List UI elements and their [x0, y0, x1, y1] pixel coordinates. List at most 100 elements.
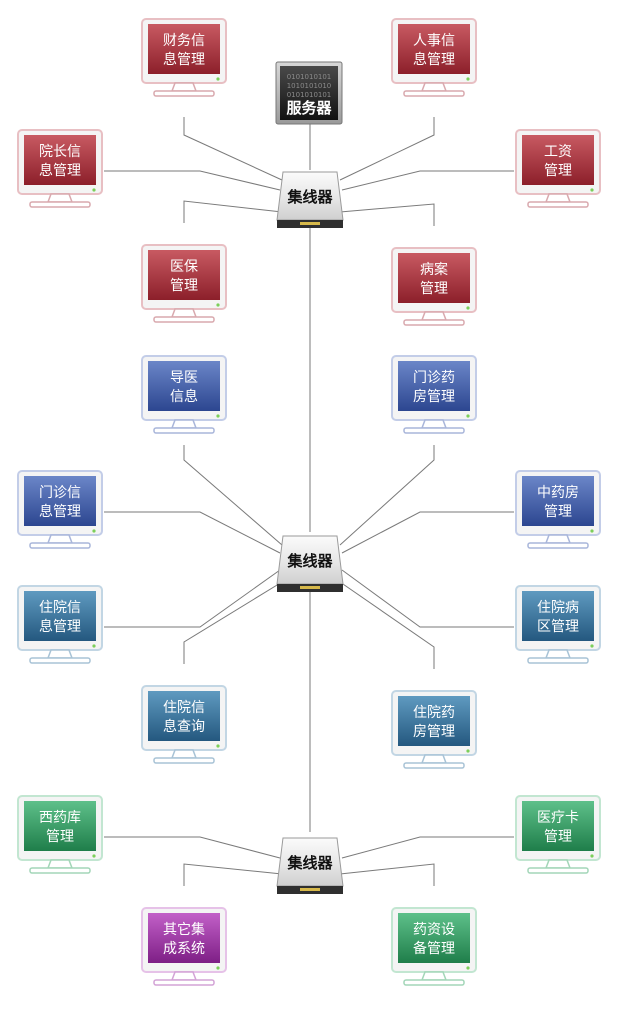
terminal-link-t14 — [339, 581, 435, 669]
monitor-stand — [420, 971, 448, 981]
terminal-link-t12 — [341, 569, 514, 628]
terminal-label-line: 病案 — [420, 261, 448, 278]
monitor-screen — [398, 24, 470, 74]
terminal-label-line: 息管理 — [39, 503, 81, 520]
terminal-link-t11 — [104, 569, 281, 628]
monitor-stand — [170, 419, 198, 429]
monitor-screen — [24, 135, 96, 185]
terminal-link-t4 — [341, 170, 514, 191]
power-led-icon — [216, 744, 220, 748]
terminal-label-line: 息查询 — [163, 718, 205, 735]
monitor-screen — [522, 476, 594, 526]
monitor-stand — [46, 193, 74, 203]
power-led-icon — [466, 966, 470, 970]
terminal-label-line: 其它集 — [163, 921, 205, 938]
terminal-link-t9 — [104, 511, 281, 554]
monitor-base — [527, 542, 589, 549]
monitor-stand — [420, 754, 448, 764]
terminal-label-line: 成系统 — [163, 941, 205, 957]
power-led-icon — [590, 644, 594, 648]
monitor-screen — [398, 253, 470, 303]
server-binary-line: 0101010101 — [287, 73, 332, 81]
monitor-screen — [398, 361, 470, 411]
monitor-base — [403, 979, 465, 986]
hub-3: 集线器 — [276, 837, 344, 894]
terminal-label-line: 门诊药 — [413, 370, 455, 386]
monitor-stand — [170, 749, 198, 759]
terminal-link-t15 — [104, 836, 281, 859]
monitor-base — [153, 979, 215, 986]
terminal-label-line: 信息 — [170, 388, 198, 405]
monitor-stand — [544, 534, 572, 544]
power-led-icon — [92, 188, 96, 192]
server-binary-line: 0101010101 — [287, 91, 332, 99]
monitor-screen — [398, 696, 470, 746]
power-led-icon — [466, 749, 470, 753]
terminal-label-line: 住院药 — [413, 705, 455, 721]
power-led-icon — [466, 306, 470, 310]
monitor-stand — [46, 534, 74, 544]
monitor-stand — [544, 193, 572, 203]
monitor-screen — [24, 801, 96, 851]
power-led-icon — [216, 77, 220, 81]
terminal-label-line: 医疗卡 — [537, 810, 579, 826]
monitor-stand — [170, 308, 198, 318]
terminal-link-t10 — [341, 511, 514, 554]
power-led-icon — [92, 644, 96, 648]
monitor-base — [153, 90, 215, 97]
monitor-stand — [420, 419, 448, 429]
power-led-icon — [216, 303, 220, 307]
monitor-base — [153, 427, 215, 434]
monitor-screen — [24, 591, 96, 641]
terminal-link-t3 — [104, 170, 281, 191]
power-led-icon — [216, 966, 220, 970]
terminal-label-line: 房管理 — [413, 724, 455, 740]
monitor-screen — [148, 361, 220, 411]
power-led-icon — [466, 77, 470, 81]
terminal-link-t18 — [339, 863, 435, 886]
terminal-label-line: 息管理 — [163, 51, 205, 68]
hub-port-lights — [300, 888, 320, 891]
monitor-screen — [24, 476, 96, 526]
terminal-label-line: 工资 — [544, 144, 572, 160]
monitor-stand — [544, 859, 572, 869]
monitor-screen — [522, 135, 594, 185]
terminal-label-line: 西药库 — [39, 810, 81, 826]
terminal-link-t8 — [339, 445, 435, 546]
terminal-label-line: 管理 — [170, 278, 198, 294]
monitor-screen — [398, 913, 470, 963]
monitor-base — [527, 201, 589, 208]
terminal-link-t17 — [183, 863, 283, 886]
terminal-label-line: 息管理 — [39, 618, 81, 635]
terminal-label-line: 药资设 — [413, 922, 455, 938]
terminal-link-t6 — [339, 203, 435, 226]
monitor-base — [153, 316, 215, 323]
terminal-label-line: 医保 — [170, 259, 198, 275]
terminal-label-line: 导医 — [170, 370, 198, 386]
hub-1: 集线器 — [276, 171, 344, 228]
power-led-icon — [590, 854, 594, 858]
monitor-base — [403, 90, 465, 97]
terminal-label-line: 管理 — [544, 829, 572, 845]
terminal-label-line: 区管理 — [537, 619, 579, 635]
terminal-link-t7 — [183, 445, 283, 546]
